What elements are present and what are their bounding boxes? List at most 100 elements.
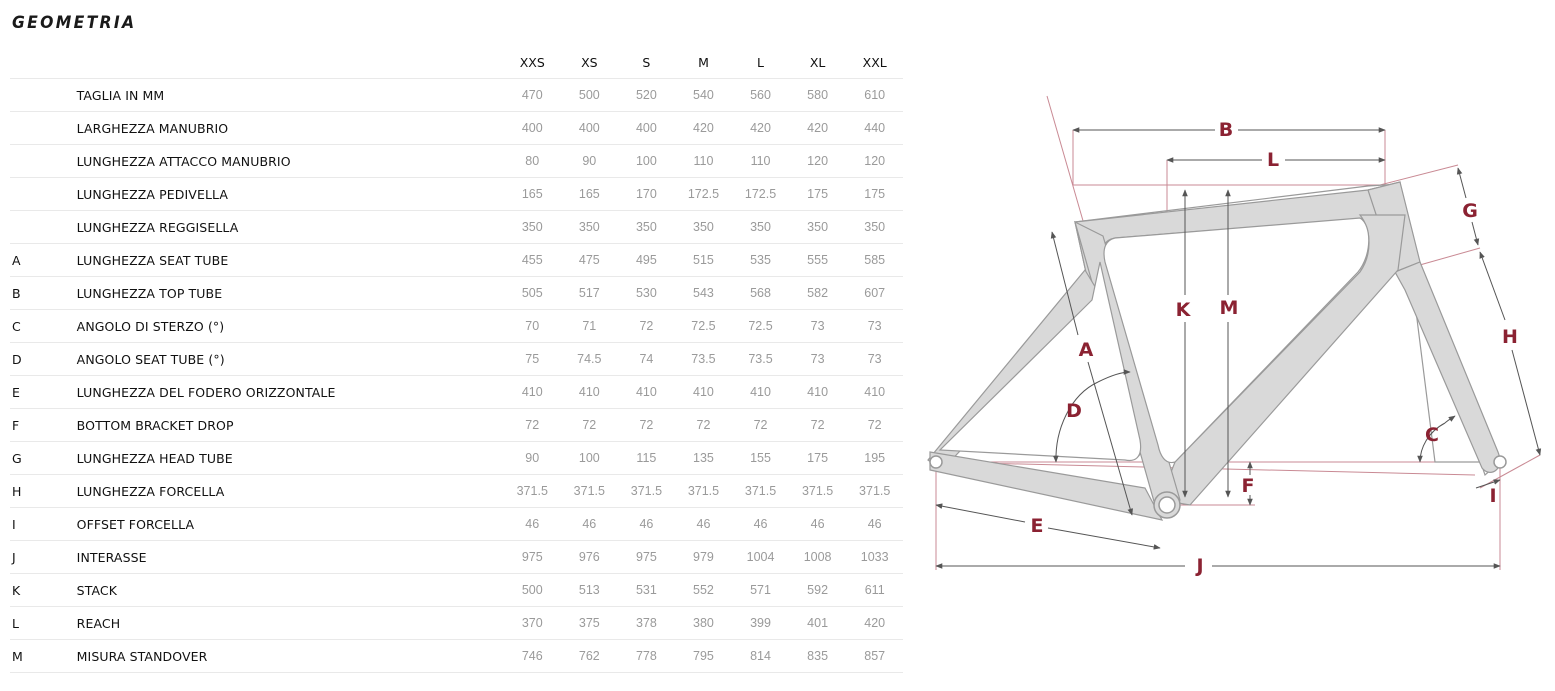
dim-label-d: D [1066,400,1082,422]
table-cell: 455 [503,243,561,277]
table-cell: 175 [788,177,847,211]
table-cell: 571 [732,573,789,607]
dim-label-g: G [1462,200,1478,222]
table-cell: 120 [846,144,903,178]
table-cell: 835 [788,639,847,673]
row-label: INTERASSE [76,540,504,574]
dim-label-e: E [1031,515,1044,537]
table-cell: 378 [618,606,675,640]
table-cell: 72 [674,408,733,442]
row-label: LUNGHEZZA FORCELLA [76,474,504,508]
row-label: LUNGHEZZA PEDIVELLA [76,177,504,211]
table-cell: 46 [560,507,619,541]
table-cell: 350 [788,210,847,244]
table-cell: 74 [618,342,675,376]
table-cell: 975 [503,540,561,574]
table-cell: 73 [788,309,847,343]
table-cell: 560 [732,78,789,112]
dim-label-m: M [1220,297,1239,319]
table-cell: 72.5 [674,309,733,343]
table-cell: 115 [618,441,675,475]
table-cell: 555 [788,243,847,277]
row-letter: I [10,507,77,541]
table-cell: 371.5 [732,474,789,508]
table-cell: 520 [618,78,675,112]
table-cell: 410 [732,375,789,409]
table-cell: 72 [788,408,847,442]
row-letter: J [10,540,77,574]
row-letter: A [10,243,77,277]
row-label: MISURA STANDOVER [76,639,504,673]
table-cell: 72 [618,408,675,442]
table-cell: 46 [503,507,561,541]
row-label: STACK [76,573,504,607]
table-cell: 90 [503,441,561,475]
table-cell: 611 [846,573,903,607]
table-cell: 350 [674,210,733,244]
table-cell: 350 [732,210,789,244]
table-cell: 46 [788,507,847,541]
table-cell: 420 [674,111,733,145]
table-cell: 165 [560,177,619,211]
table-cell: 500 [560,78,619,112]
table-cell: 72 [618,309,675,343]
row-letter [10,177,77,211]
table-cell: 746 [503,639,561,673]
row-letter: C [10,309,77,343]
table-cell: 795 [674,639,733,673]
frame-geometry-diagram: B L K M A D F G H C E J I [927,95,1542,577]
table-cell: 495 [618,243,675,277]
header-label [76,46,504,79]
row-letter: G [10,441,77,475]
table-cell: 410 [674,375,733,409]
table-cell: 857 [846,639,903,673]
table-cell: 399 [732,606,789,640]
table-cell: 778 [618,639,675,673]
size-header: M [674,46,733,79]
table-cell: 46 [846,507,903,541]
table-cell: 73.5 [732,342,789,376]
table-cell: 120 [788,144,847,178]
table-cell: 979 [674,540,733,574]
row-letter: K [10,573,77,607]
table-cell: 90 [560,144,619,178]
row-letter [10,144,77,178]
table-cell: 400 [503,111,561,145]
table-cell: 500 [503,573,561,607]
table-cell: 73 [846,342,903,376]
size-header: L [732,46,789,79]
row-label: LUNGHEZZA DEL FODERO ORIZZONTALE [76,375,504,409]
row-letter: F [10,408,77,442]
row-label: LUNGHEZZA SEAT TUBE [76,243,504,277]
table-cell: 74.5 [560,342,619,376]
table-cell: 400 [560,111,619,145]
table-cell: 610 [846,78,903,112]
table-cell: 100 [560,441,619,475]
table-cell: 371.5 [674,474,733,508]
size-header-row: XXS XS S M L XL XXL [10,46,903,79]
table-cell: 165 [503,177,561,211]
size-header: XL [788,46,847,79]
dim-label-b: B [1219,119,1233,141]
row-letter: E [10,375,77,409]
row-letter [10,111,77,145]
table-cell: 135 [674,441,733,475]
dim-label-a: A [1079,339,1094,361]
table-cell: 110 [674,144,733,178]
table-cell: 540 [674,78,733,112]
row-letter: D [10,342,77,376]
row-letter: H [10,474,77,508]
